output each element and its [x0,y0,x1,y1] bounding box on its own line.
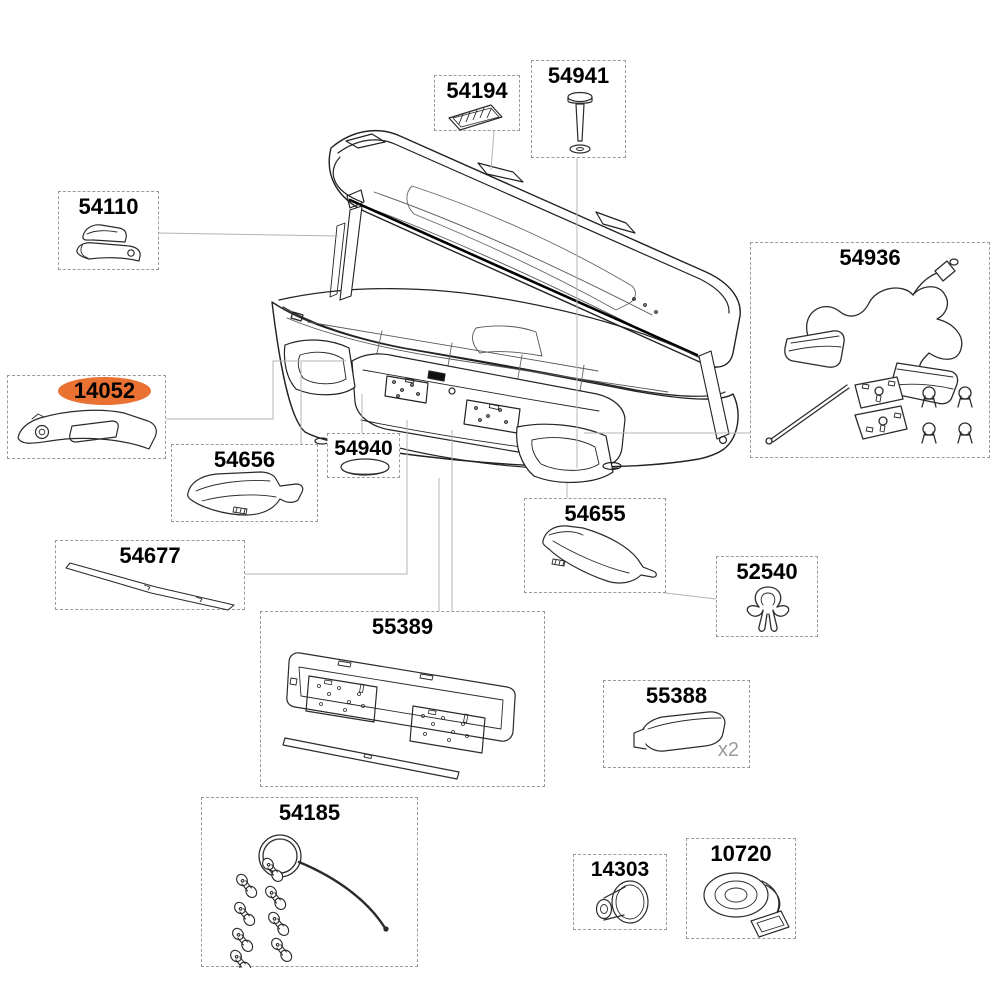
quantity-note: x2 [717,739,739,761]
highlight-ellipse: 14052 [58,377,151,405]
highlighted-part-number-label: 14052 [73,377,136,403]
part-number-label: 55388 [645,683,708,708]
part-number-label: 54940 [334,437,393,460]
callout-54941[interactable]: 54941 [531,60,626,158]
part-54655-drawing [542,525,657,584]
part-54940-drawing [340,458,390,476]
part-52540-drawing [746,586,790,632]
part-number-label: 52540 [736,559,798,584]
part-number-label: 54936 [839,245,901,270]
callout-54194[interactable]: 54194 [434,75,520,131]
part-54110-drawing [76,224,141,262]
part-55389-drawing [282,652,516,780]
part-number-label: 55389 [371,614,434,639]
part-10720-drawing [703,872,790,938]
part-number-label: 54110 [78,194,139,219]
part-number-label: 10720 [710,841,772,866]
part-14303-drawing [595,880,649,924]
side-pockets [283,339,614,483]
part-number-label: 54941 [547,63,610,88]
connector-lines [158,130,750,611]
callout-55388[interactable]: 55388 x2 [603,680,750,768]
part-54194-drawing [448,104,503,131]
part-number-label: 54185 [278,800,341,825]
part-number-label: 54656 [213,447,276,472]
callout-52540[interactable]: 52540 [716,556,818,637]
part-54677-drawing [65,562,235,611]
callout-55389[interactable]: 55389 [260,611,545,787]
callout-54656[interactable]: 54656 [171,444,318,522]
part-number-label: 14303 [590,858,650,881]
part-54185-drawing [230,834,389,968]
part-14052-drawing [17,409,157,450]
lock-detail [427,370,446,382]
callout-54936[interactable]: 54936 [750,242,990,458]
lid-struts [314,189,730,471]
callout-14052[interactable]: 14052 [7,375,166,459]
part-number-label: 54655 [564,501,626,526]
callout-14303[interactable]: 14303 [573,854,667,930]
part-number-label: 54677 [119,543,181,568]
part-54656-drawing [187,471,304,516]
part-number-label: 54194 [446,78,508,103]
cable-clip-icons [230,857,293,968]
part-54936-drawing [765,258,973,445]
callout-54110[interactable]: 54110 [58,191,159,270]
callout-54185[interactable]: 54185 [201,797,418,968]
cargo-box-lid [328,129,741,368]
part-55388-drawing [633,711,726,752]
callout-10720[interactable]: 10720 [686,838,796,939]
callout-54940[interactable]: 54940 [327,433,400,478]
callout-54677[interactable]: 54677 [55,540,245,611]
part-54941-drawing [567,91,593,154]
callout-54655[interactable]: 54655 [524,498,666,593]
clip-icons [921,386,973,444]
